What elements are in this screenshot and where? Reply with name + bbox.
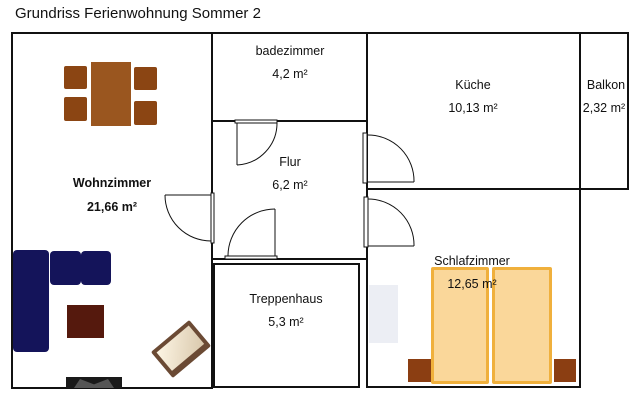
room-area-flur: 6,2 m² xyxy=(272,178,308,192)
nightstand xyxy=(554,359,576,382)
room-area-schlafzimmer: 12,65 m² xyxy=(447,277,497,291)
dining-chair xyxy=(134,67,157,90)
room-label-badezimmer: badezimmer xyxy=(255,44,325,58)
dining-chair xyxy=(64,66,87,89)
door-wohnzimmer-flur xyxy=(164,192,215,244)
room-area-wohnzimmer: 21,66 m² xyxy=(86,200,138,214)
bed-left xyxy=(431,267,489,384)
wardrobe xyxy=(369,285,398,343)
door-flur-bad xyxy=(234,119,278,166)
treppenhaus-wall xyxy=(213,263,360,388)
dining-table xyxy=(91,62,131,126)
balkon-wall xyxy=(579,32,629,190)
sofa-section xyxy=(50,251,81,285)
room-label-schlafzimmer: Schlafzimmer xyxy=(434,254,510,268)
bed-right xyxy=(492,267,552,384)
room-label-treppenhaus: Treppenhaus xyxy=(249,292,323,306)
room-label-balkon: Balkon xyxy=(586,78,626,92)
tv xyxy=(66,377,122,388)
sofa-section xyxy=(81,251,111,285)
room-area-badezimmer: 4,2 m² xyxy=(272,67,308,81)
room-area-kueche: 10,13 m² xyxy=(448,101,498,115)
room-label-wohnzimmer: Wohnzimmer xyxy=(72,176,152,190)
dining-chair xyxy=(64,97,87,121)
door-flur-treppenhaus xyxy=(224,208,278,260)
page-title: Grundriss Ferienwohnung Sommer 2 xyxy=(15,5,261,22)
schlafzimmer-wall xyxy=(366,188,581,388)
room-label-flur: Flur xyxy=(279,155,301,169)
room-area-balkon: 2,32 m² xyxy=(582,101,626,115)
dining-chair xyxy=(134,101,157,125)
coffee-table xyxy=(67,305,104,338)
door-flur-schlafzimmer xyxy=(363,196,415,248)
room-area-treppenhaus: 5,3 m² xyxy=(268,315,304,329)
sofa-section xyxy=(13,250,49,352)
door-flur-kueche xyxy=(362,132,415,184)
room-label-kueche: Küche xyxy=(455,78,491,92)
nightstand xyxy=(408,359,431,382)
